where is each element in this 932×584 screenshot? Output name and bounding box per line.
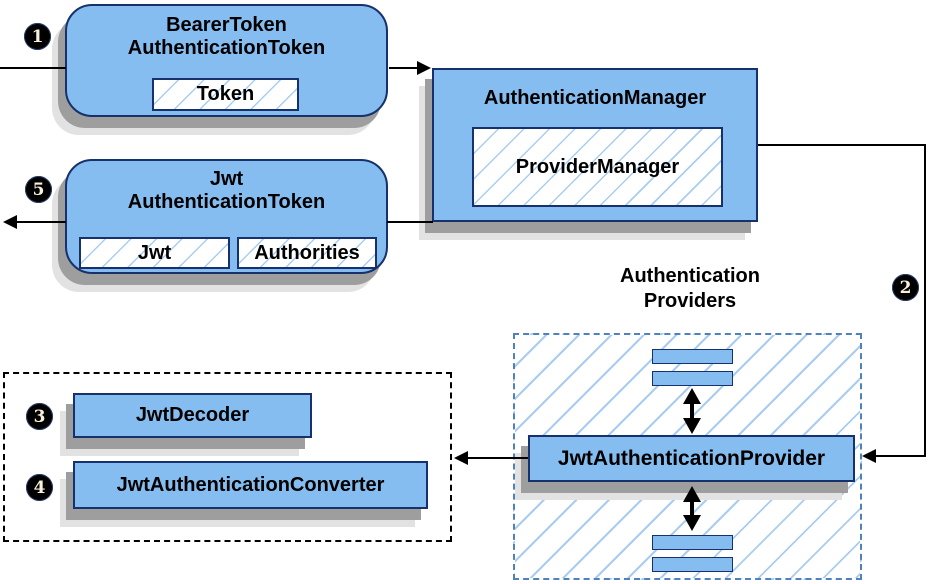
provider-stack-rect-3: [652, 535, 733, 550]
bearer-token-title-line1: BearerToken: [166, 14, 287, 36]
jwt-authentication-token-node: Jwt AuthenticationToken Jwt Authorities: [65, 159, 388, 274]
step-2-badge: 2: [892, 274, 919, 301]
step-4-badge: 4: [26, 474, 53, 501]
jwt-authentication-provider-node: JwtAuthenticationProvider: [528, 435, 855, 482]
step-1-badge: 1: [24, 23, 51, 50]
jwt-token-title-line2: AuthenticationToken: [127, 191, 326, 213]
bearer-to-manager-arrow: [389, 61, 431, 75]
provider-stack-rect-4: [652, 557, 733, 572]
provider-stack-rect-1: [652, 349, 733, 364]
jwt-authentication-converter-node: JwtAuthenticationConverter: [73, 461, 428, 509]
jwt-token-title-line1: Jwt: [209, 168, 244, 190]
jwt-resolvers-region: [3, 372, 452, 542]
authentication-manager-node: AuthenticationManager ProviderManager: [432, 68, 758, 222]
step-3-badge: 3: [26, 403, 53, 430]
bearer-token-title-line2: AuthenticationToken: [127, 37, 326, 59]
authorities-chip: Authorities: [237, 237, 377, 269]
authentication-providers-label-line2: Providers: [643, 290, 737, 312]
token-chip: Token: [152, 78, 299, 111]
authentication-providers-label-line1: Authentication: [620, 265, 760, 287]
step-5-badge: 5: [25, 176, 52, 203]
authentication-providers-label: Authentication Providers: [558, 264, 822, 314]
authentication-manager-title: AuthenticationManager: [483, 87, 707, 109]
jwt-chip: Jwt: [79, 237, 230, 269]
bearer-token-authentication-token-node: BearerToken AuthenticationToken Token: [65, 4, 388, 117]
jwt-decoder-node: JwtDecoder: [73, 393, 312, 438]
jwt-outgoing-arrow: [3, 215, 66, 229]
provider-manager-chip: ProviderManager: [472, 127, 723, 207]
provider-stack-rect-2: [652, 371, 733, 386]
